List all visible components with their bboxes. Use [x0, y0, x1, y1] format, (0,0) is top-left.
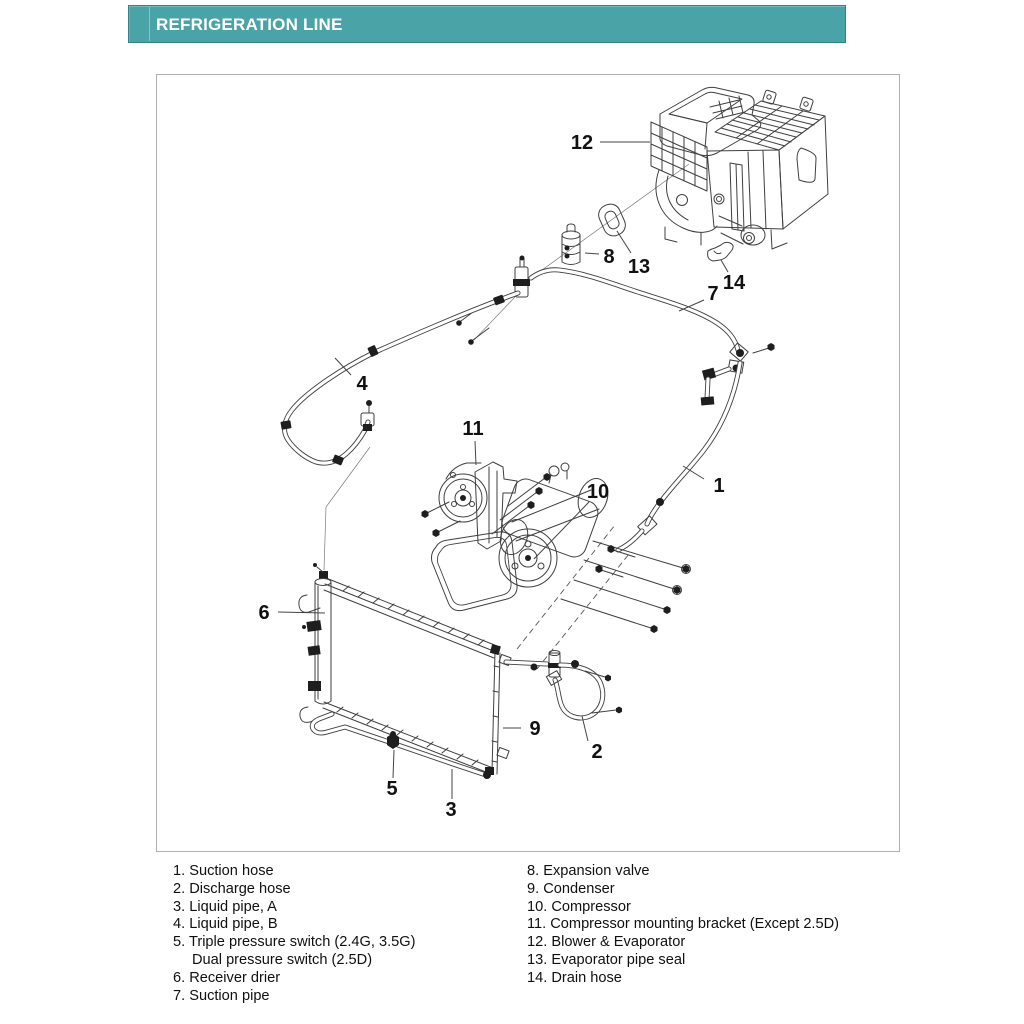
legend-item: 6. Receiver drier — [173, 969, 281, 986]
callout-number: 2 — [591, 741, 602, 763]
callout-number: 7 — [707, 283, 718, 305]
evaporator-pipe-seal-drawing — [598, 203, 626, 237]
callout-number: 5 — [386, 778, 397, 800]
legend-item: 9. Condenser — [527, 880, 615, 897]
legend-item: 3. Liquid pipe, A — [173, 898, 277, 915]
callout-leader-line — [334, 357, 352, 376]
legend-item: 14. Drain hose — [527, 969, 622, 986]
callout-number: 4 — [356, 373, 368, 395]
compressor-drawing — [431, 462, 609, 612]
legend-item: 1. Suction hose — [173, 863, 274, 879]
mounting-bolts-drawing — [560, 540, 691, 633]
legend-item: 10. Compressor — [527, 898, 631, 915]
legend-item: 2. Discharge hose — [173, 880, 291, 897]
liquid-pipe-b-drawing — [280, 290, 521, 466]
callouts-layer: 12 8 13 147 4 11 10 1 6 5 3 9 2 — [258, 132, 746, 821]
callout-leader-line — [678, 299, 705, 312]
legend-item: 5. Triple pressure switch (2.4G, 3.5G) — [173, 934, 416, 951]
alignment-lines — [323, 163, 690, 670]
drain-hose-drawing — [707, 241, 734, 262]
callout-leader-line — [392, 749, 395, 779]
callout-number: 10 — [587, 481, 609, 503]
callout-number: 9 — [529, 718, 540, 740]
callout-number: 3 — [445, 799, 456, 821]
blower-evaporator-drawing — [650, 86, 829, 250]
callout-leader-line — [277, 611, 326, 614]
callout-number: 13 — [628, 256, 650, 278]
page-title: REFRIGERATION LINE — [156, 15, 343, 34]
legend-item: 4. Liquid pipe, B — [173, 916, 278, 933]
callout-number: 1 — [713, 475, 724, 497]
callout-leader-line — [533, 501, 590, 560]
callout-number: 12 — [571, 132, 593, 154]
header-bar: REFRIGERATION LINE — [128, 5, 846, 43]
legend-item: 8. Expansion valve — [527, 863, 650, 879]
legend-item: 12. Blower & Evaporator — [527, 934, 686, 951]
header-seam — [149, 7, 150, 41]
refrigeration-line-diagram: 12 8 13 147 4 11 10 1 6 5 3 9 2 — [258, 86, 829, 821]
callout-number: 11 — [462, 418, 483, 440]
legend-item: 11. Compressor mounting bracket (Except … — [527, 916, 840, 933]
callout-leader-line — [720, 259, 729, 273]
callout-number: 6 — [258, 602, 269, 624]
callout-leader-line — [682, 465, 705, 480]
compressor-bracket-drawing — [421, 461, 551, 550]
callout-leader-line — [584, 252, 600, 255]
expansion-valve-drawing — [561, 223, 581, 265]
legend-item: Dual pressure switch (2.5D) — [192, 951, 373, 968]
suction-pipe-drawing — [528, 267, 775, 406]
legend-item: 7. Suction pipe — [173, 987, 270, 1004]
discharge-hose-drawing — [503, 650, 622, 721]
callout-leader-line — [616, 230, 632, 254]
legend-item: 13. Evaporator pipe seal — [527, 951, 686, 968]
callout-number: 14 — [723, 272, 746, 294]
callout-leader-line — [474, 440, 477, 466]
callout-number: 8 — [603, 246, 614, 268]
callout-leader-line — [581, 715, 589, 742]
suction-hose-drawing — [615, 360, 743, 553]
condenser-drawing — [298, 563, 522, 779]
